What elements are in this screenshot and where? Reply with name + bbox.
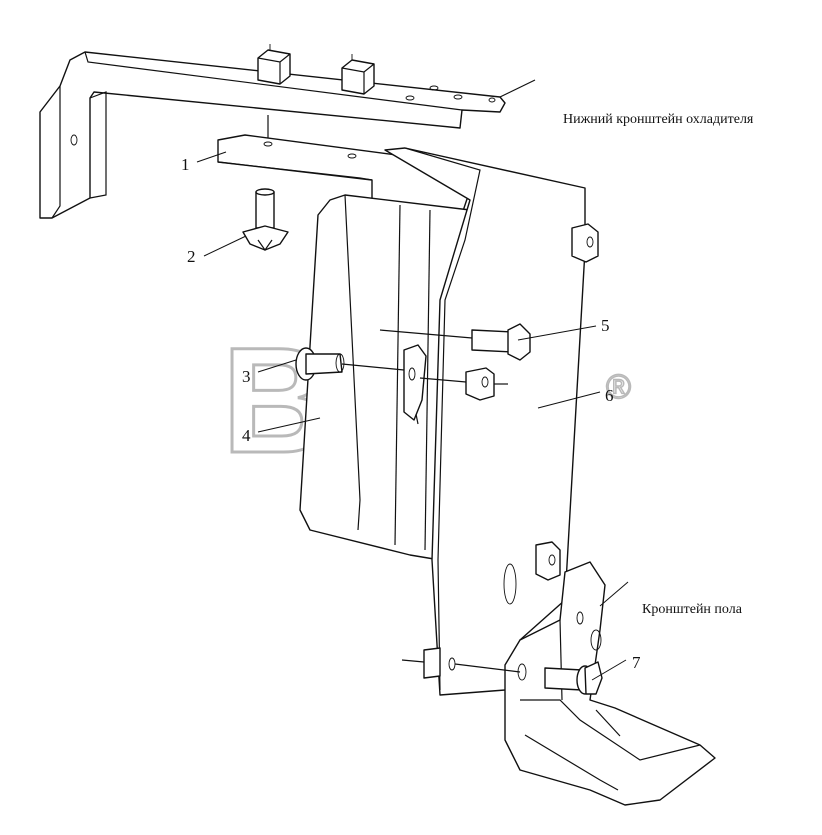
callouts: 1 2 3 4 5 6 7 <box>181 155 641 672</box>
bolt-2 <box>242 188 289 252</box>
callout-6: 6 <box>605 386 614 405</box>
callout-3: 3 <box>242 367 251 386</box>
bolt-5 <box>379 323 531 385</box>
callout-2: 2 <box>187 247 196 266</box>
caption-cooler-bracket: Нижний кронштейн охладителя <box>563 112 754 127</box>
callout-1: 1 <box>181 155 190 174</box>
bolt-3 <box>295 347 467 383</box>
callout-5: 5 <box>601 316 610 335</box>
callout-4: 4 <box>242 426 251 445</box>
leader-lines <box>196 151 629 681</box>
caption-floor-bracket: Кронштейн пола <box>642 602 743 617</box>
floor-bracket <box>504 561 716 806</box>
bolt-7 <box>454 661 603 695</box>
spacer-clip <box>403 344 427 425</box>
cooler-body <box>299 194 471 561</box>
mounting-plate-6 <box>384 147 599 696</box>
callout-7: 7 <box>632 653 641 672</box>
watermark-registered-mark: ® <box>606 368 631 406</box>
cooler-lower-bracket <box>39 44 536 219</box>
